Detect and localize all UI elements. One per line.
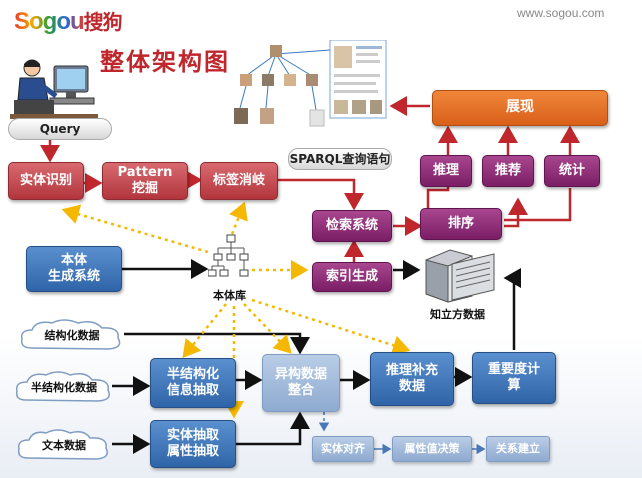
server-icon (422, 246, 498, 304)
sogou-logo: Sogou搜狗 (14, 6, 123, 36)
logo-cn: 搜狗 (83, 12, 123, 34)
importance-calc-box: 重要度计 算 (472, 352, 556, 404)
semi-structured-data-label: 半结构化数据 (31, 381, 97, 394)
structured-data-cloud: 结构化数据 (18, 318, 126, 352)
statistics-box: 统计 (544, 155, 600, 187)
entity-attr-extraction-box: 实体抽取 属性抽取 (150, 420, 236, 468)
semi-structured-extraction-box: 半结构化 信息抽取 (150, 358, 236, 408)
entity-recognition-box: 实体识别 (8, 162, 84, 200)
sparql-query-box: SPARQL查询语句 (288, 148, 392, 170)
text-data-cloud: 文本数据 (16, 428, 112, 462)
query-box: Query (8, 118, 112, 140)
heterogeneous-integration-box: 异构数据 整合 (262, 354, 340, 412)
knowledge-graph-thumbnail (228, 39, 388, 135)
site-url: www.sogou.com (517, 6, 605, 20)
index-generation-box: 索引生成 (312, 262, 392, 292)
semi-structured-data-cloud: 半结构化数据 (14, 370, 114, 404)
ontology-generation-box: 本体 生成系统 (26, 246, 122, 292)
black-arrows (112, 259, 521, 454)
ontology-base-label: 本体库 (213, 289, 246, 302)
ranking-box: 排序 (420, 208, 502, 240)
attr-decision-box: 属性值决策 (392, 436, 472, 462)
page-title: 整体架构图 (100, 48, 230, 76)
retrieval-system-box: 检索系统 (312, 210, 392, 242)
relation-building-box: 关系建立 (486, 436, 550, 462)
pattern-mining-box: Pattern 挖掘 (102, 162, 188, 200)
entity-alignment-box: 实体对齐 (312, 436, 374, 462)
cube-data-label: 知立方数据 (430, 308, 485, 321)
user-computer-illustration (10, 58, 98, 120)
recommendation-box: 推荐 (482, 155, 534, 187)
logo-text: Sogou (14, 8, 85, 35)
inference-box: 推理 (420, 155, 472, 187)
ontology-tree-icon (207, 234, 254, 280)
text-data-label: 文本数据 (42, 439, 86, 452)
sub-arrows (318, 412, 486, 455)
structured-data-label: 结构化数据 (44, 329, 100, 342)
label-disambiguation-box: 标签消岐 (200, 162, 278, 200)
red-arrows (40, 96, 580, 262)
inference-completion-box: 推理补充 数据 (370, 352, 454, 406)
display-box: 展现 (432, 90, 608, 126)
